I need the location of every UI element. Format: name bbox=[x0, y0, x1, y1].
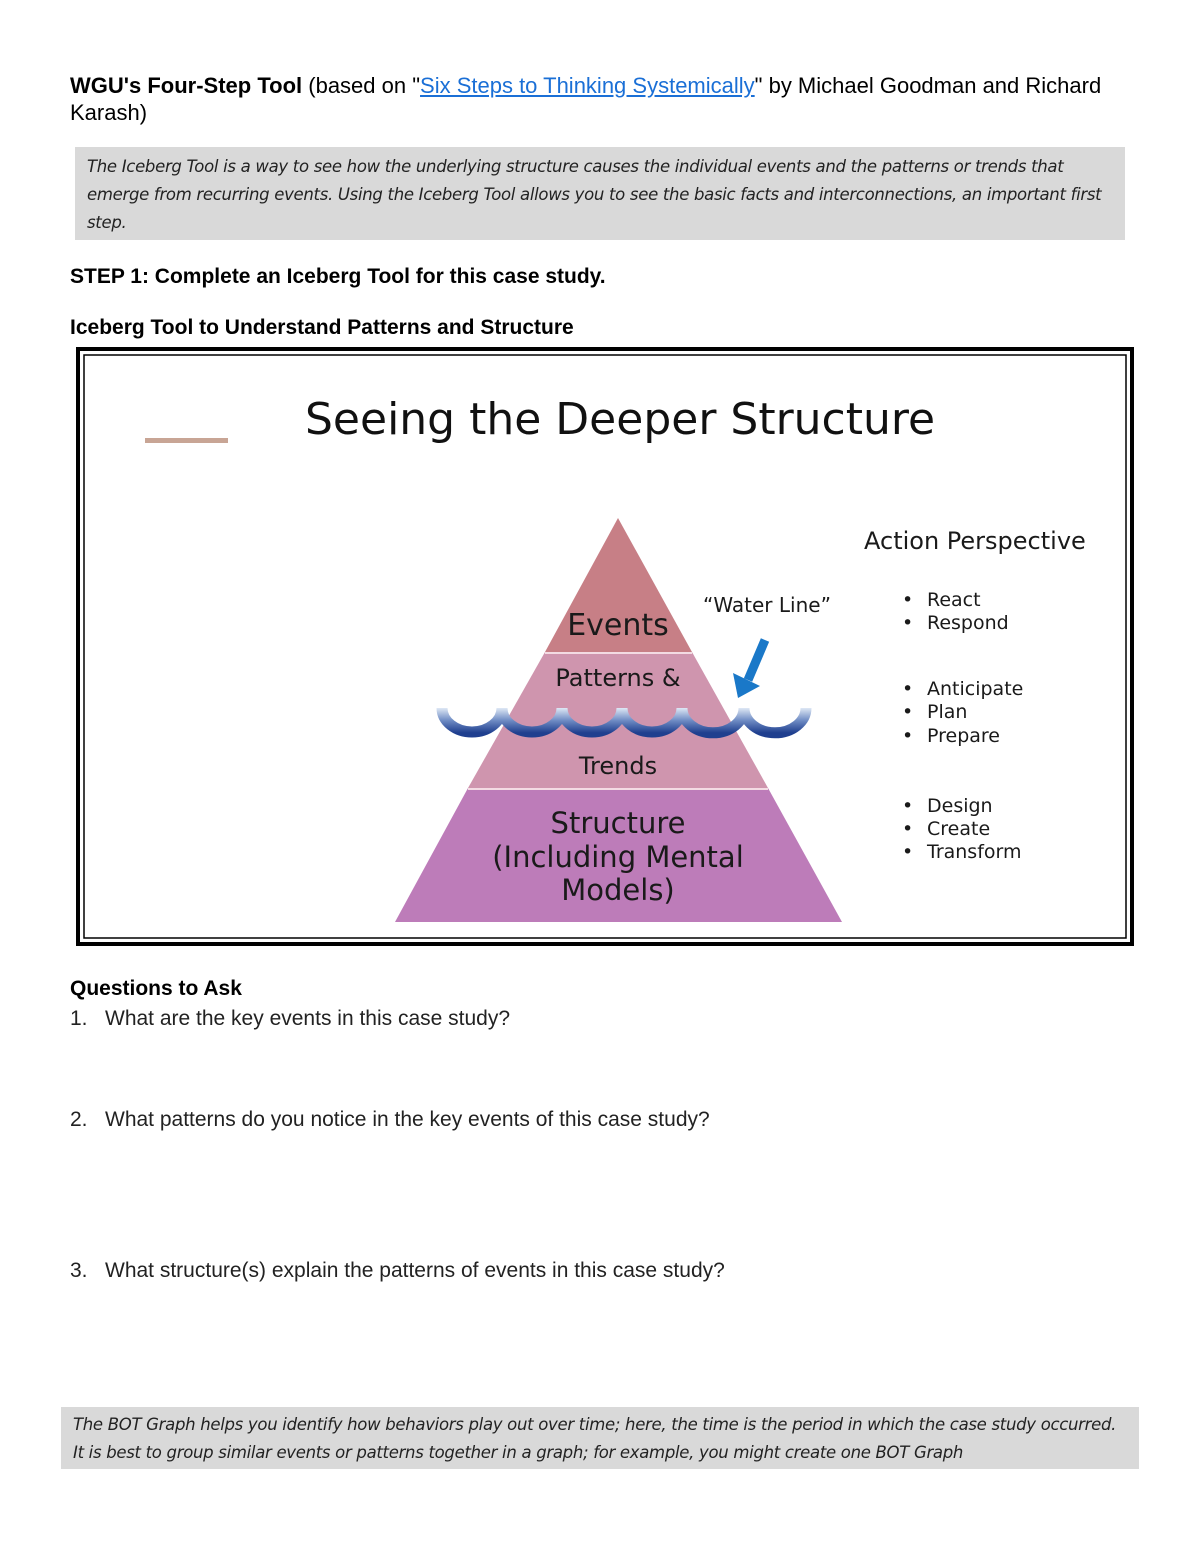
action-item: Transform bbox=[926, 841, 1022, 863]
action-item: React bbox=[927, 589, 981, 611]
svg-text:•: • bbox=[902, 725, 913, 747]
step1-heading: STEP 1: Complete an Iceberg Tool for thi… bbox=[70, 265, 606, 288]
svg-text:•: • bbox=[902, 795, 913, 817]
question-text: What are the key events in this case stu… bbox=[105, 1007, 511, 1030]
tool-title: WGU's Four-Step Tool bbox=[70, 73, 303, 98]
svg-text:•: • bbox=[902, 818, 913, 840]
trends-label: Trends bbox=[578, 752, 657, 780]
svg-text:•: • bbox=[902, 701, 913, 723]
figure-title: Seeing the Deeper Structure bbox=[305, 394, 935, 445]
figure-inner-frame bbox=[83, 354, 1127, 939]
structure-label: Structure bbox=[551, 806, 686, 840]
svg-text:•: • bbox=[902, 678, 913, 700]
svg-text:•: • bbox=[902, 612, 913, 634]
header-text: (based on " bbox=[302, 73, 421, 98]
structure-layer bbox=[395, 788, 842, 922]
question-text: What patterns do you notice in the key e… bbox=[105, 1108, 710, 1131]
action-item: Plan bbox=[927, 701, 967, 723]
structure-label-3: Models) bbox=[561, 873, 675, 907]
arrow-down-icon bbox=[733, 638, 770, 698]
question-2: 2. What patterns do you notice in the key… bbox=[70, 1108, 710, 1132]
question-number: 1. bbox=[70, 1007, 88, 1030]
header-text-2: " by Michael Goodman and Richard Karash) bbox=[70, 73, 1102, 125]
action-item: Create bbox=[927, 818, 990, 840]
question-number: 2. bbox=[70, 1108, 88, 1131]
document-header: WGU's Four-Step Tool (based on "Six Step… bbox=[70, 72, 1130, 126]
patterns-label: Patterns & bbox=[555, 664, 680, 692]
action-item: Anticipate bbox=[927, 678, 1023, 700]
question-3: 3. What structure(s) explain the patterns… bbox=[70, 1259, 725, 1283]
water-line-label: “Water Line” bbox=[703, 593, 831, 617]
action-perspective-title: Action Perspective bbox=[864, 527, 1086, 555]
accent-bar bbox=[145, 438, 228, 443]
events-label: Events bbox=[567, 608, 669, 643]
action-item: Prepare bbox=[927, 725, 1000, 747]
question-1: 1. What are the key events in this case s… bbox=[70, 1007, 510, 1031]
water-wave-icon bbox=[436, 707, 812, 739]
question-text: What structure(s) explain the patterns o… bbox=[105, 1259, 725, 1282]
structure-label-2: (Including Mental bbox=[492, 840, 744, 874]
iceberg-figure: Seeing the Deeper Structure Events Patte… bbox=[76, 347, 1134, 946]
bot-graph-note: The BOT Graph helps you identify how beh… bbox=[61, 1407, 1139, 1469]
svg-text:•: • bbox=[902, 589, 913, 611]
source-link[interactable]: Six Steps to Thinking Systemically bbox=[420, 73, 755, 98]
question-number: 3. bbox=[70, 1259, 88, 1282]
questions-heading: Questions to Ask bbox=[70, 977, 242, 1000]
events-layer bbox=[545, 518, 692, 652]
action-item: Design bbox=[927, 795, 993, 817]
iceberg-heading: Iceberg Tool to Understand Patterns and … bbox=[70, 316, 574, 339]
intro-note: The Iceberg Tool is a way to see how the… bbox=[75, 147, 1125, 240]
action-item: Respond bbox=[927, 612, 1009, 634]
svg-text:•: • bbox=[902, 841, 913, 863]
